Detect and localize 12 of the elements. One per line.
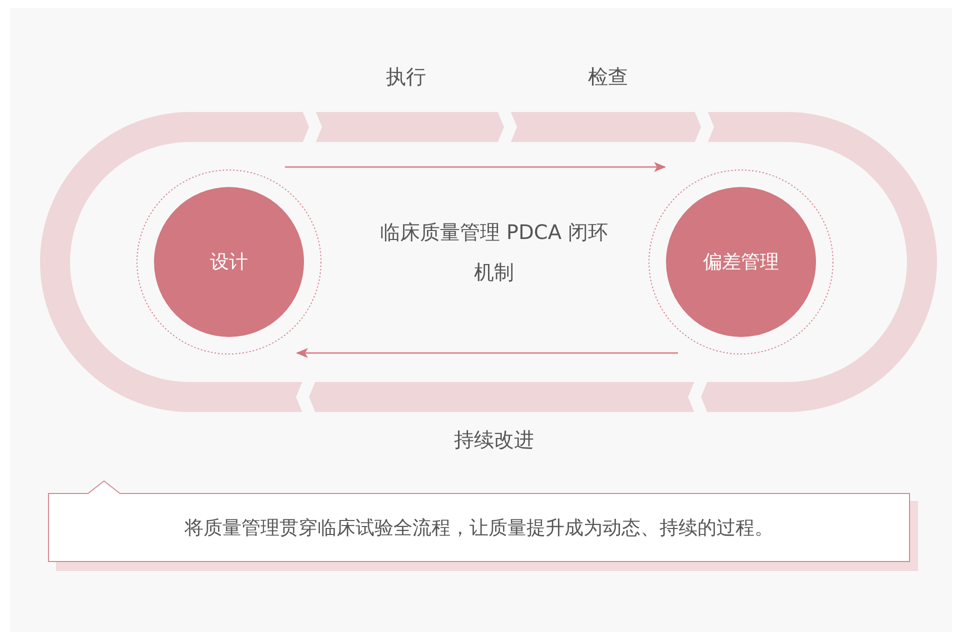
stage-label: 检查 (588, 64, 628, 90)
flow-arrow (296, 348, 678, 358)
stage-label: 执行 (386, 64, 426, 90)
step-circle (136, 169, 322, 355)
stage-label: 持续改进 (454, 426, 534, 454)
step-circle (648, 169, 834, 355)
callout-box (48, 480, 918, 571)
center-title: 临床质量管理 PDCA 闭环机制 (379, 219, 609, 286)
step-label: 偏差管理 (702, 250, 780, 275)
step-label: 设计 (209, 250, 249, 275)
callout-text: 将质量管理贯穿临床试验全流程，让质量提升成为动态、持续的过程。 (184, 516, 774, 541)
flow-arrow (285, 162, 666, 172)
